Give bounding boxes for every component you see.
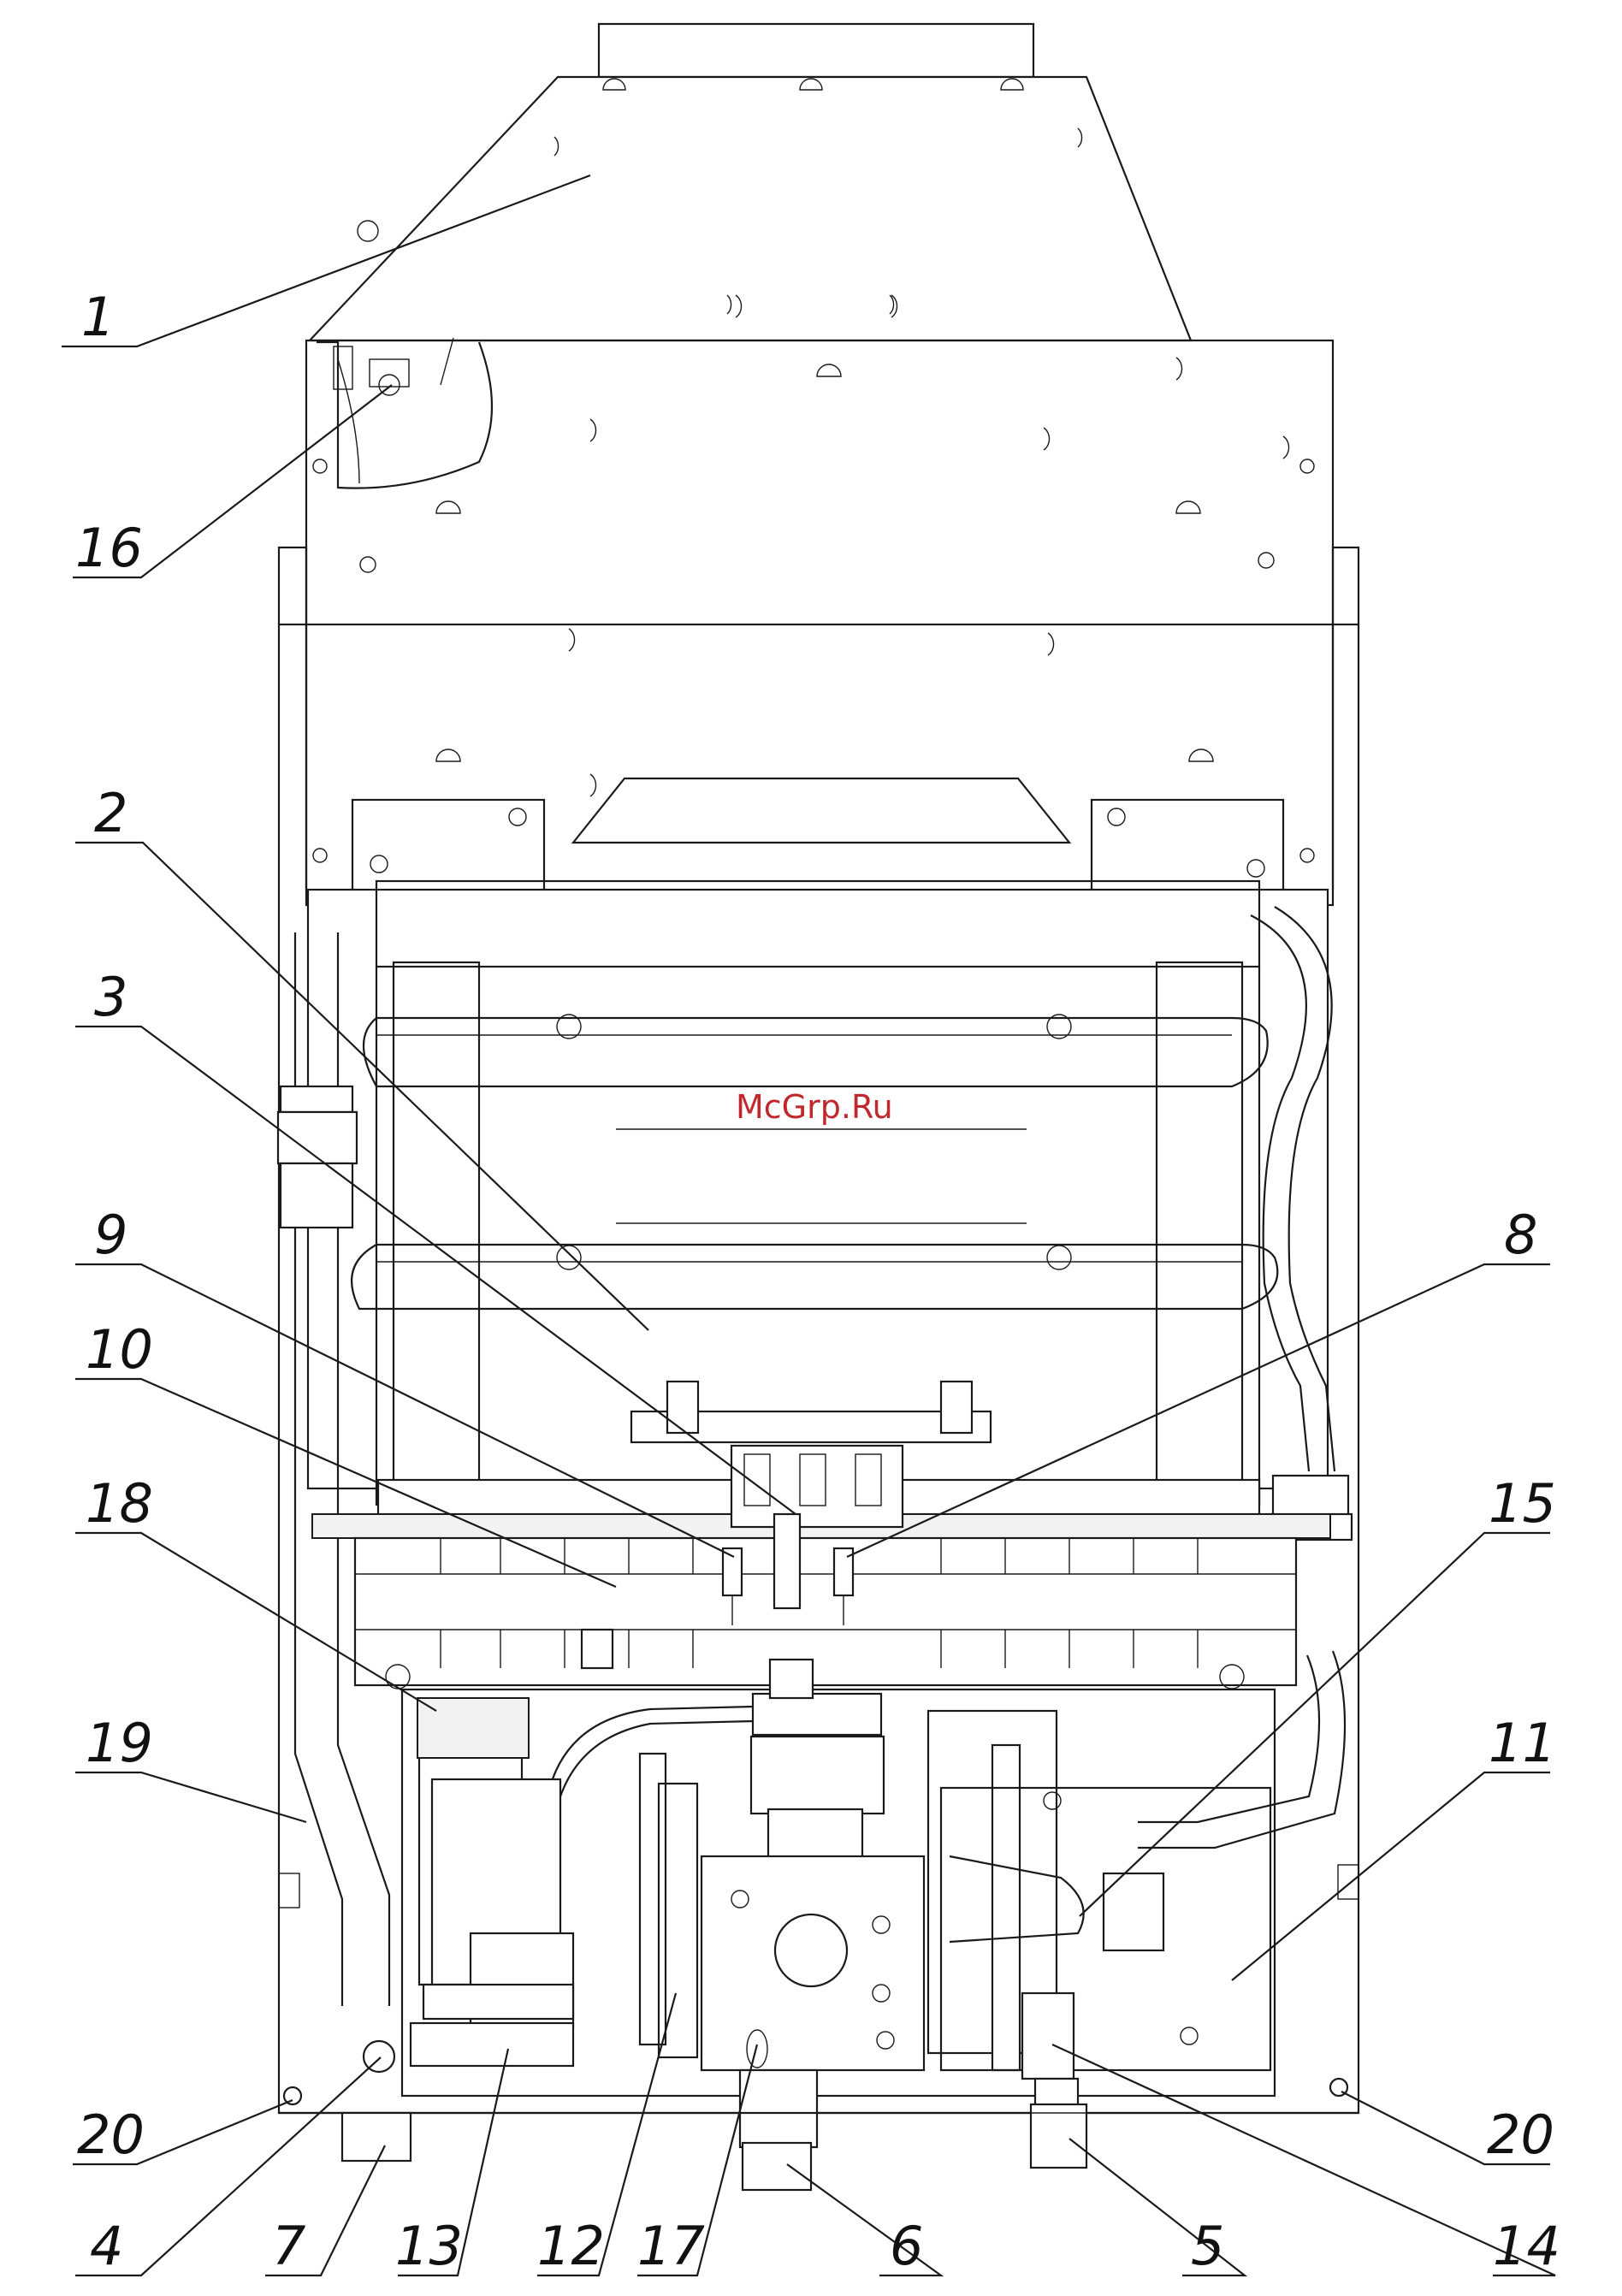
- callout-7: 7: [272, 2215, 305, 2277]
- callout-17: 17: [637, 2215, 705, 2277]
- callout-20-left: 20: [77, 2104, 145, 2166]
- callout-10: 10: [86, 1318, 153, 1381]
- callout-15: 15: [1489, 1472, 1556, 1535]
- flue-hood: [310, 24, 1191, 340]
- callout-2: 2: [94, 782, 127, 844]
- callout-20-right: 20: [1487, 2104, 1554, 2166]
- callout-11: 11: [1489, 1712, 1556, 1774]
- callout-8: 8: [1504, 1204, 1537, 1266]
- callout-19: 19: [86, 1712, 153, 1774]
- callout-12: 12: [537, 2215, 605, 2277]
- callout-6: 6: [890, 2215, 923, 2277]
- callout-3: 3: [94, 966, 127, 1028]
- combustion-chamber: [308, 778, 1328, 1510]
- callout-4: 4: [90, 2215, 123, 2277]
- callout-16: 16: [75, 517, 143, 579]
- callout-14: 14: [1493, 2215, 1560, 2277]
- callout-9: 9: [94, 1204, 127, 1266]
- gas-valve-block: [402, 1660, 1275, 2190]
- callout-18: 18: [86, 1472, 153, 1535]
- watermark: McGrp.Ru: [736, 1088, 893, 1126]
- flue-sensor-window: [317, 338, 492, 488]
- callout-13: 13: [395, 2215, 463, 2277]
- callout-1: 1: [81, 286, 115, 348]
- callout-5: 5: [1191, 2215, 1224, 2277]
